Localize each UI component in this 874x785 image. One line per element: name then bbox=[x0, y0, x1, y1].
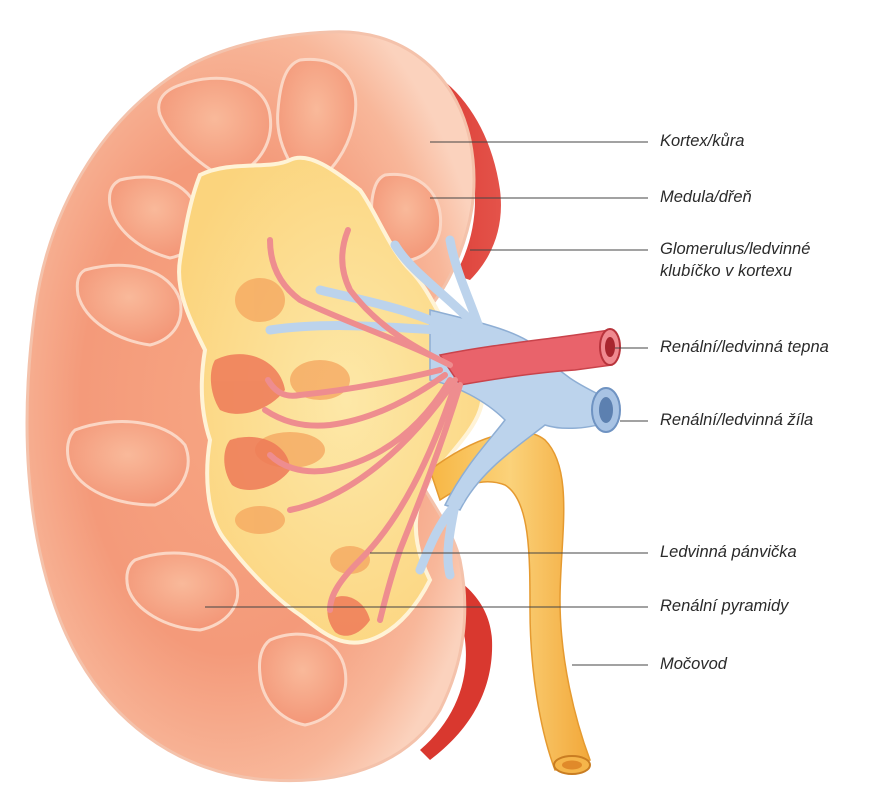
label-renal-artery: Renální/ledvinná tepna bbox=[660, 337, 829, 358]
label-glomerulus: Glomerulus/ledvinné bbox=[660, 239, 810, 260]
label-ureter: Močovod bbox=[660, 654, 727, 675]
label-renal-vein: Renální/ledvinná žíla bbox=[660, 410, 813, 431]
label-renal-pyramids: Renální pyramidy bbox=[660, 596, 788, 617]
label-renal-pelvis: Ledvinná pánvička bbox=[660, 542, 797, 563]
label-glomerulus-line2: klubíčko v kortexu bbox=[660, 261, 792, 282]
label-kortex: Kortex/kůra bbox=[660, 131, 744, 152]
label-medula: Medula/dřeň bbox=[660, 187, 752, 208]
